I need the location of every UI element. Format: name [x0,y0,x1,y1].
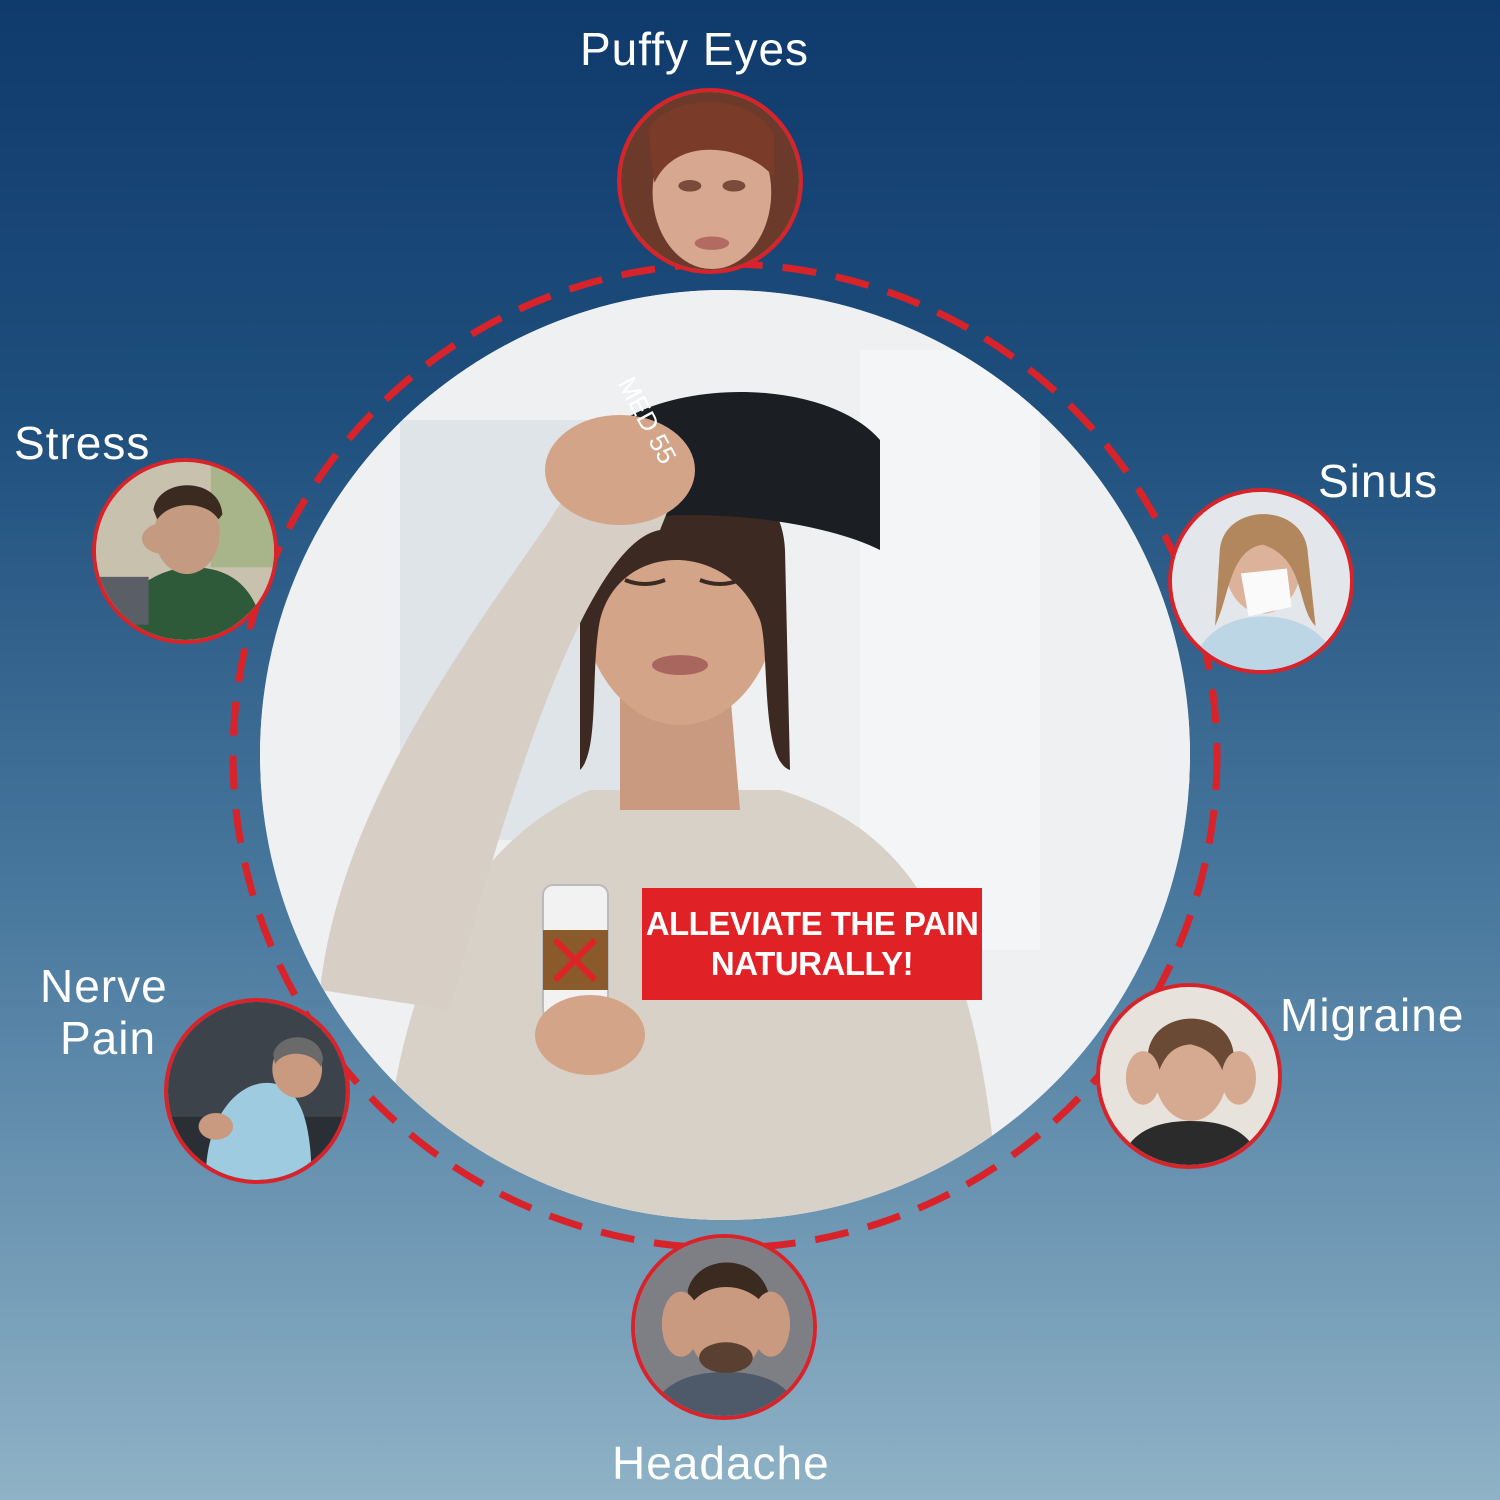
thumb-stress [92,458,278,644]
woman-sneezing-tissue [1172,492,1350,670]
thumb-headache [631,1234,817,1420]
thumb-nerve-pain [164,998,350,1184]
label-nerve-pain: Nerve Pain [40,960,168,1064]
label-stress: Stress [14,417,151,469]
alleviate-callout: ALLEVIATE THE PAIN NATURALLY! [642,888,982,1000]
man-holding-back [168,1002,346,1180]
label-nerve-pain-line-1: Nerve [40,960,168,1012]
label-nerve-pain-line-2: Pain [60,1012,157,1064]
woman-with-headband-illustration [260,290,1190,1220]
label-sinus: Sinus [1318,455,1439,507]
label-puffy-eyes: Puffy Eyes [580,23,810,75]
crying-woman-face [621,92,799,270]
woman-holding-temples [1100,987,1278,1165]
thumb-puffy-eyes [617,88,803,274]
label-migraine: Migraine [1280,989,1465,1041]
thumb-migraine [1096,983,1282,1169]
stressed-man-at-laptop [96,462,274,640]
callout-line-2: NATURALLY! [710,945,914,982]
thumb-sinus [1168,488,1354,674]
callout-line-1: ALLEVIATE THE PAIN [645,905,979,942]
center-photo-woman-headband: MED 55 [260,290,1190,1220]
label-headache: Headache [612,1437,830,1489]
man-holding-head [635,1238,813,1416]
